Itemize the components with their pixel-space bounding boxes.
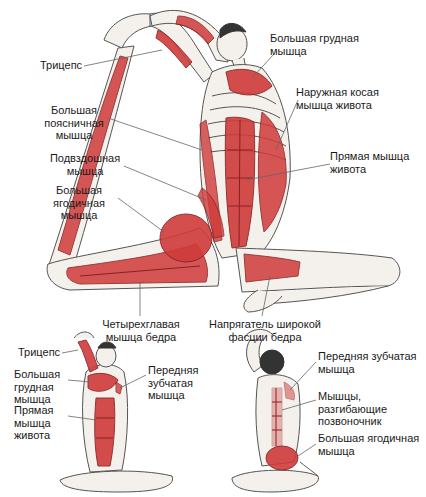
muscle-label: Большая поясничная мышца (38, 104, 110, 142)
muscle-label: Большая ягодичная мышца (36, 184, 122, 222)
muscle-label: Большая грудная мышца (270, 32, 370, 57)
muscle-label: Большая грудная мышца (14, 368, 72, 406)
muscle-label: Подвздошная мышца (44, 152, 126, 177)
muscle-label: Большая ягодичная мышца (318, 432, 422, 457)
muscle-label: Передняя зубчатая мышца (318, 350, 418, 375)
muscle-label: Прямая мышца живота (330, 150, 418, 175)
muscle-label: Четырехглавая мышца бедра (86, 318, 196, 343)
muscle-label: Наружная косая мышца живота (296, 86, 396, 111)
muscle-label: Напрягатель широкой фасции бедра (200, 318, 330, 343)
muscle-label: Прямая мышца живота (14, 404, 72, 442)
muscle-label: Трицепс (40, 59, 100, 72)
muscle-label: Передняя зубчатая мышца (148, 364, 220, 402)
muscle-label: Мышцы, разгибающие позвоночник (318, 390, 422, 428)
muscle-label: Трицепс (18, 346, 78, 359)
